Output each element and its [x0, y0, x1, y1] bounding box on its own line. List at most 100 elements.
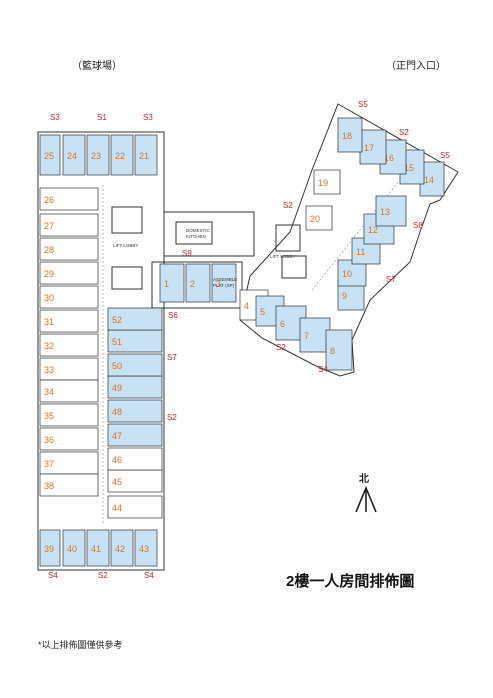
room-number-32: 32 — [44, 341, 54, 351]
main-entrance-label: （正門入口） — [386, 61, 446, 72]
room-number-25: 25 — [44, 151, 54, 161]
room-23 — [86, 134, 110, 176]
room-number-14: 14 — [424, 175, 434, 185]
section-marker-s2: S2 — [167, 413, 177, 422]
room-number-45: 45 — [112, 477, 122, 487]
room-number-16: 16 — [384, 153, 394, 163]
room-number-23: 23 — [91, 151, 101, 161]
room-39 — [39, 529, 61, 567]
section-marker-s3: S3 — [50, 113, 60, 122]
north-arrow — [355, 485, 377, 513]
basketball-court-label: （籃球場） — [72, 61, 122, 72]
room-30 — [39, 285, 99, 309]
room-number-4: 4 — [244, 301, 249, 311]
section-marker-s6: S6 — [168, 311, 178, 320]
room-27 — [39, 213, 99, 237]
room-25 — [39, 134, 61, 176]
room-number-46: 46 — [112, 455, 122, 465]
section-marker-s9: S9 — [182, 249, 192, 258]
room-number-17: 17 — [364, 143, 374, 153]
room-number-38: 38 — [44, 481, 54, 491]
plan-title: 2樓一人房間排佈圖 — [286, 573, 415, 590]
room-18 — [337, 117, 363, 153]
domestic-kitchen-label-2: KITCHEN — [186, 234, 206, 239]
section-marker-s3: S3 — [143, 113, 153, 122]
service-block-outline — [151, 261, 243, 309]
room-44 — [107, 495, 163, 519]
room-number-42: 42 — [115, 544, 125, 554]
room-number-47: 47 — [112, 431, 122, 441]
room-26 — [39, 187, 99, 211]
room-number-18: 18 — [342, 131, 352, 141]
room-number-9: 9 — [342, 291, 347, 301]
assembly-platform-label-1: ASSEMBLE — [213, 277, 237, 282]
room-21 — [134, 134, 158, 176]
room-2 — [185, 263, 211, 303]
room-3 — [211, 263, 237, 303]
lift-lobby-right-label: LIFT LOBBY — [270, 254, 295, 259]
room-number-19: 19 — [318, 178, 328, 188]
room-number-1: 1 — [164, 279, 169, 289]
section-marker-s7: S7 — [386, 275, 396, 284]
room-number-43: 43 — [139, 544, 149, 554]
north-label: 北 — [359, 474, 369, 485]
room-number-40: 40 — [67, 544, 77, 554]
section-marker-s2: S2 — [283, 201, 293, 210]
room-number-37: 37 — [44, 459, 54, 469]
plan-structure — [37, 103, 459, 571]
assembly-platform-label-2: PLAT (SP) — [213, 283, 235, 288]
section-marker-s4: S4 — [144, 571, 154, 580]
room-number-24: 24 — [67, 151, 77, 161]
room-number-49: 49 — [112, 383, 122, 393]
room-number-12: 12 — [368, 225, 378, 235]
connector-outline — [163, 211, 255, 257]
room-20 — [305, 205, 333, 231]
room-number-21: 21 — [139, 151, 149, 161]
room-number-27: 27 — [44, 221, 54, 231]
room-number-2: 2 — [190, 279, 195, 289]
room-19 — [313, 169, 341, 195]
room-47 — [107, 423, 163, 447]
lift-shaft — [281, 255, 307, 279]
room-38 — [39, 473, 99, 497]
room-number-48: 48 — [112, 407, 122, 417]
section-marker-s2: S2 — [98, 571, 108, 580]
room-number-35: 35 — [44, 411, 54, 421]
room-number-28: 28 — [44, 245, 54, 255]
right-wing-outline — [239, 103, 459, 377]
room-41 — [86, 529, 110, 567]
room-number-51: 51 — [112, 337, 122, 347]
room-number-50: 50 — [112, 361, 122, 371]
room-48 — [107, 399, 163, 423]
room-number-44: 44 — [112, 503, 122, 513]
room-43 — [134, 529, 158, 567]
lift-lobby-left-label: LIFT LOBBY — [113, 243, 138, 248]
room-46 — [107, 447, 163, 471]
room-number-34: 34 — [44, 387, 54, 397]
room-number-13: 13 — [380, 207, 390, 217]
room-52 — [107, 307, 163, 331]
room-50 — [107, 353, 163, 377]
room-number-6: 6 — [280, 319, 285, 329]
room-8 — [325, 329, 353, 371]
room-17 — [359, 129, 387, 165]
room-7 — [299, 317, 331, 353]
section-marker-s4: S4 — [48, 571, 58, 580]
room-number-30: 30 — [44, 293, 54, 303]
room-number-52: 52 — [112, 315, 122, 325]
room-number-41: 41 — [91, 544, 101, 554]
lift-shaft — [275, 224, 301, 252]
domestic-kitchen-label-1: DOMESTIC — [186, 228, 211, 233]
domestic-kitchen-box — [175, 221, 213, 245]
room-number-5: 5 — [260, 307, 265, 317]
plan-labels: LIFT LOBBY LIFT LOBBY DOMESTIC KITCHEN A… — [113, 228, 295, 288]
room-number-26: 26 — [44, 195, 54, 205]
room-42 — [110, 529, 134, 567]
lift-shaft — [111, 206, 143, 234]
room-34 — [39, 379, 99, 403]
room-number-10: 10 — [342, 269, 352, 279]
room-40 — [62, 529, 86, 567]
section-marker-s4: S4 — [318, 365, 328, 374]
